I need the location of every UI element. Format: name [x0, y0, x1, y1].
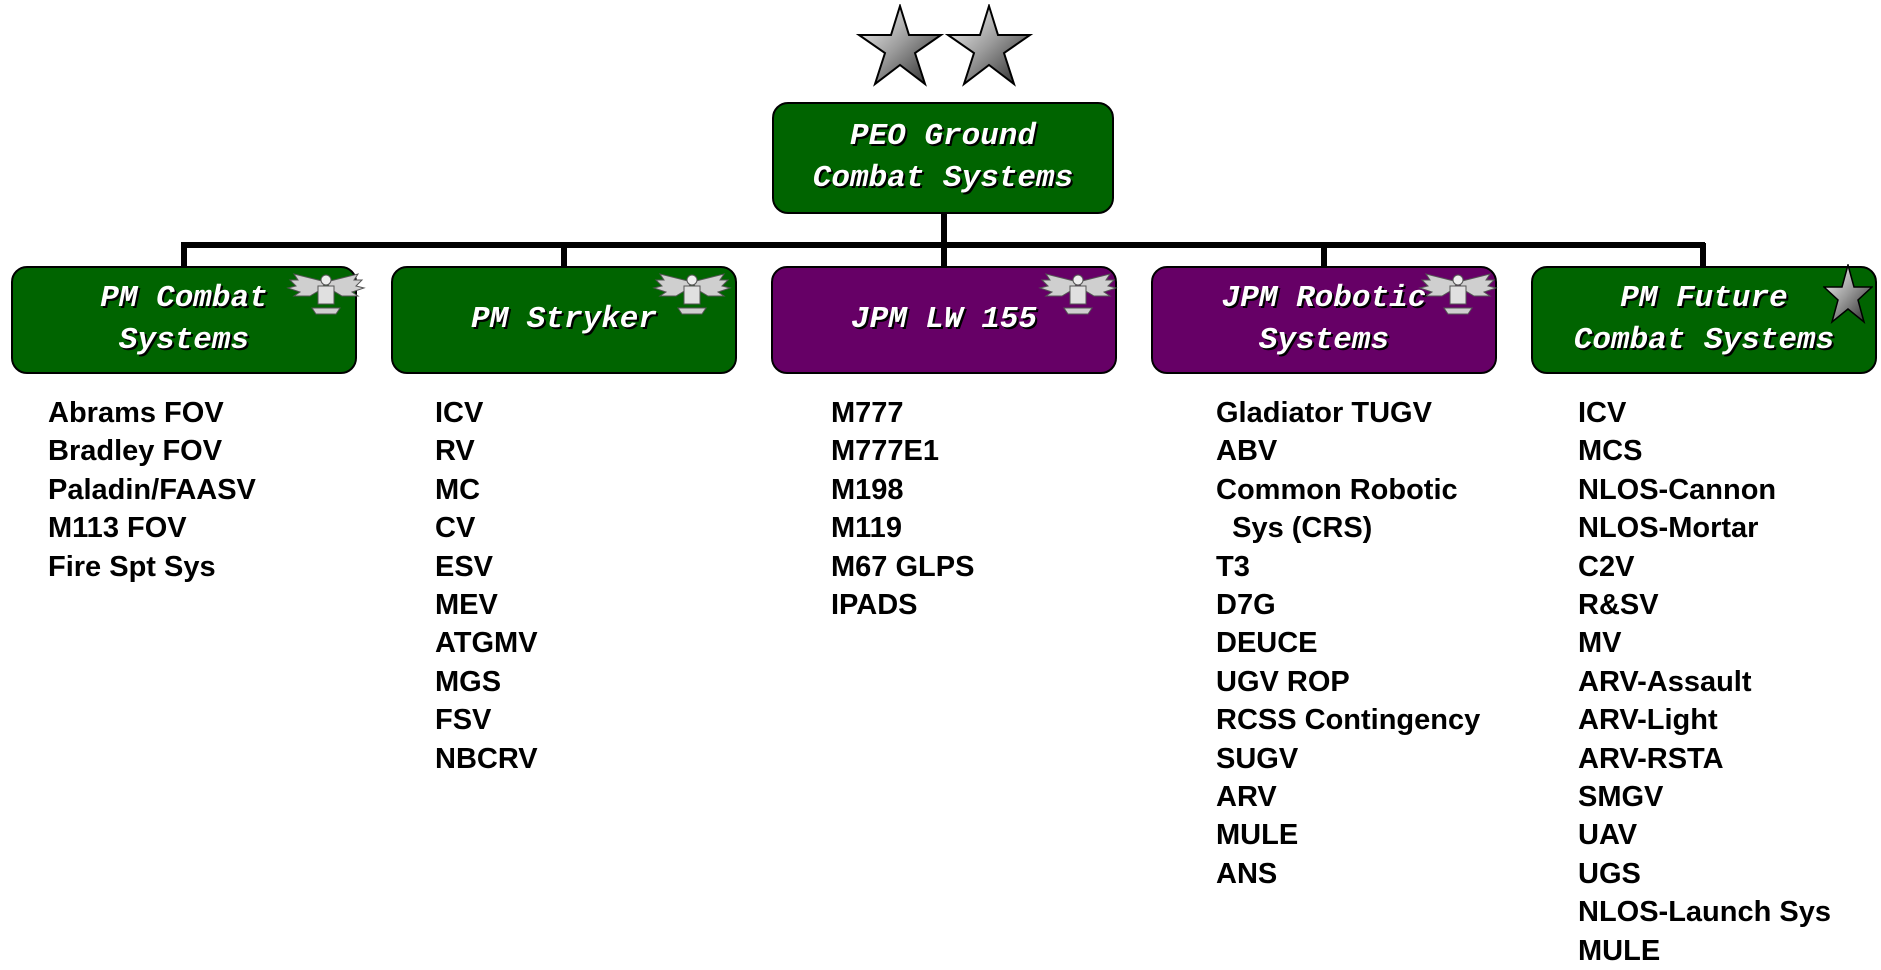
list-item: MGS — [435, 665, 502, 698]
unit-label: JPM Robotic Systems — [1221, 281, 1427, 358]
list-item: SMGV — [1578, 781, 1664, 814]
list-item: ARV-Light — [1578, 704, 1718, 737]
unit-label: PM Combat Systems — [100, 281, 268, 358]
pm-stryker-list: ICV RV MC CV ESV MEV ATGMV MGS FSV NBCRV — [435, 394, 538, 778]
unit-label: PM Future Combat Systems — [1573, 281, 1835, 358]
colonel-eagle-icon — [652, 273, 732, 315]
list-item: MULE — [1216, 819, 1299, 852]
list-item: RCSS Contingency — [1216, 704, 1481, 737]
unit-label: PM Stryker — [470, 302, 658, 337]
list-item: IPADS — [831, 589, 918, 622]
list-item: T3 — [1216, 550, 1250, 583]
list-item: MV — [1578, 627, 1622, 660]
list-item: MEV — [435, 589, 498, 622]
list-item: SUGV — [1216, 742, 1299, 775]
list-item: M198 — [831, 473, 904, 506]
list-item: M777 — [831, 397, 904, 429]
list-item: NLOS-Launch Sys — [1578, 896, 1831, 929]
jpm-robotic-systems-list: Gladiator TUGV ABV Common Robotic Sys (C… — [1216, 394, 1480, 893]
peo-ground-combat-systems-box: PEO Ground Combat Systems — [772, 102, 1114, 214]
list-item: D7G — [1216, 589, 1276, 622]
list-item: M113 FOV — [48, 512, 187, 545]
colonel-eagle-icon — [1418, 273, 1498, 315]
list-item: ANS — [1216, 857, 1278, 890]
list-item: R&SV — [1578, 589, 1659, 622]
list-item: NLOS-Cannon — [1578, 473, 1777, 506]
list-item: UGV ROP — [1216, 665, 1350, 698]
list-item: M119 — [831, 512, 902, 545]
list-item: M777E1 — [831, 435, 940, 468]
list-item: CV — [435, 512, 476, 545]
list-item: ICV — [435, 397, 484, 429]
one-star-general-icon — [1823, 264, 1873, 325]
list-item: Paladin/FAASV — [48, 473, 256, 506]
list-item: MC — [435, 473, 481, 506]
list-item: NLOS-Mortar — [1578, 512, 1759, 545]
list-item: DEUCE — [1216, 627, 1318, 660]
pm-combat-systems-list: Abrams FOV Bradley FOV Paladin/FAASV M11… — [48, 394, 256, 586]
list-item: ARV — [1216, 781, 1277, 814]
list-item: ARV-RSTA — [1578, 742, 1724, 775]
pm-future-combat-systems-list: ICV MCS NLOS-Cannon NLOS-Mortar C2V R&SV… — [1578, 394, 1831, 970]
list-item: Sys (CRS) — [1216, 512, 1373, 545]
list-item: M67 GLPS — [831, 550, 975, 583]
list-item: UAV — [1578, 819, 1638, 852]
unit-label: JPM LW 155 — [850, 302, 1038, 337]
colonel-eagle-icon — [1038, 273, 1118, 315]
list-item: FSV — [435, 704, 492, 737]
list-item: Gladiator TUGV — [1216, 397, 1432, 429]
list-item: UGS — [1578, 857, 1641, 890]
pm-stryker-box: PM Stryker — [391, 266, 737, 374]
pm-future-combat-systems-box: PM Future Combat Systems — [1531, 266, 1877, 374]
list-item: ARV-Assault — [1578, 665, 1752, 698]
list-item: MCS — [1578, 435, 1643, 468]
list-item: ICV — [1578, 397, 1627, 429]
list-item: RV — [435, 435, 475, 468]
list-item: C2V — [1578, 550, 1635, 583]
list-item: Fire Spt Sys — [48, 550, 216, 583]
list-item: Common Robotic — [1216, 473, 1458, 506]
list-item: NBCRV — [435, 742, 538, 775]
list-item: Abrams FOV — [48, 397, 224, 429]
jpm-lw-155-list: M777 M777E1 M198 M119 M67 GLPS IPADS — [831, 394, 974, 624]
list-item: ATGMV — [435, 627, 538, 660]
two-star-general-icon — [855, 4, 1034, 87]
colonel-eagle-icon — [286, 273, 366, 315]
list-item: ESV — [435, 550, 494, 583]
list-item: MULE — [1578, 934, 1661, 967]
list-item: ABV — [1216, 435, 1278, 468]
list-item: Bradley FOV — [48, 435, 223, 468]
